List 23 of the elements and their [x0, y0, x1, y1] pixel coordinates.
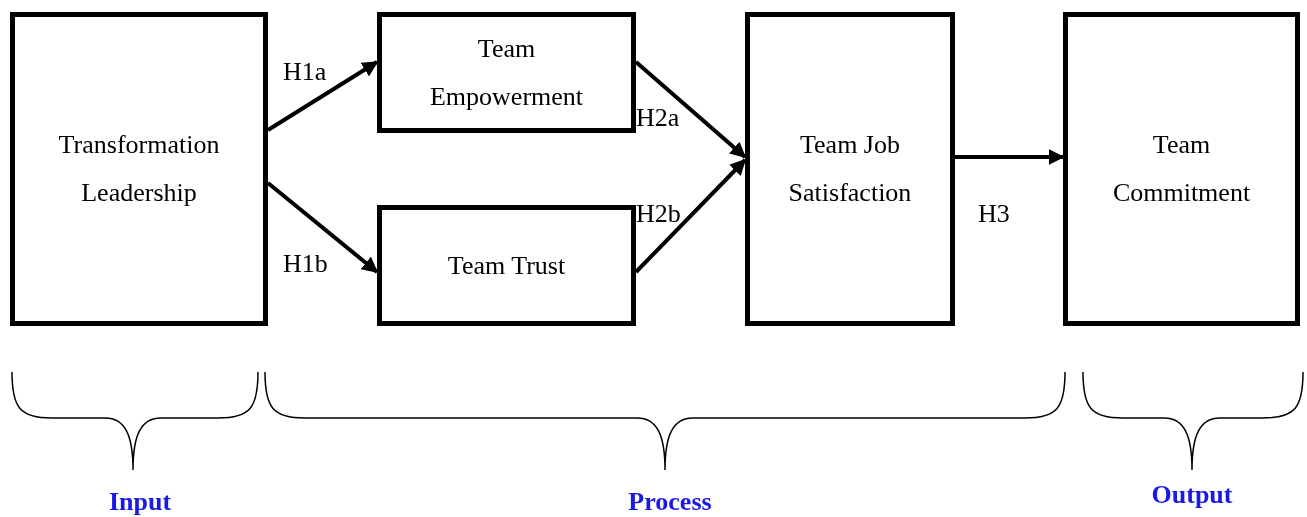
stage-label: Input — [108, 488, 172, 516]
process-box — [377, 12, 636, 133]
arrow — [634, 60, 747, 159]
process-box — [1063, 12, 1300, 326]
arrow — [955, 149, 1065, 165]
node-text: Team Empowerment — [428, 32, 585, 113]
node-text: Transformation Leadership — [57, 129, 221, 209]
stage-label: Output — [1151, 481, 1233, 509]
process-box — [745, 12, 955, 326]
edge-label: H2b — [636, 200, 681, 228]
process-box — [10, 12, 268, 326]
arrow — [634, 158, 747, 274]
arrow — [266, 60, 379, 132]
arrow — [266, 181, 379, 274]
process-box — [377, 205, 636, 326]
node-text: Team Commitment — [1111, 129, 1252, 209]
node-text: Team Job Satisfaction — [787, 129, 913, 209]
edge-label: H1b — [283, 250, 328, 278]
edge-label: H1a — [283, 58, 327, 86]
stage-label: Process — [628, 488, 712, 516]
edge-label: H3 — [978, 200, 1010, 228]
node-text: Team Trust — [447, 249, 566, 282]
edge-label: H2a — [636, 104, 680, 132]
